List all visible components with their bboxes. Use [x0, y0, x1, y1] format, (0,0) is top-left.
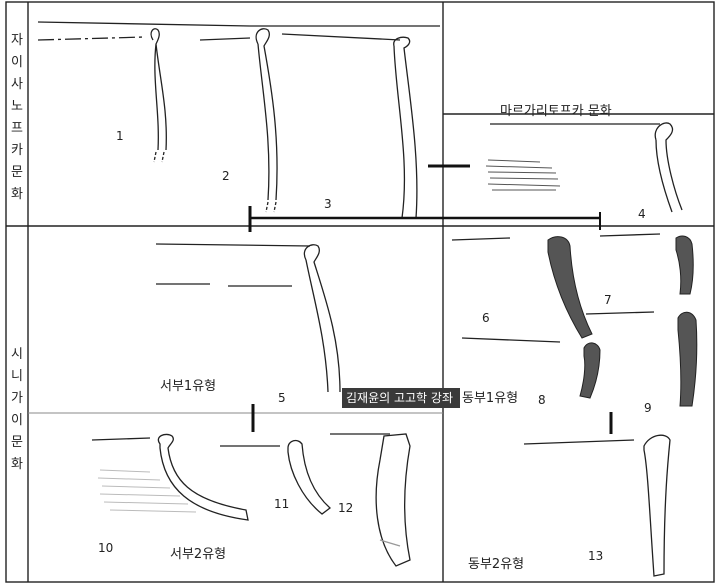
side-label-bottom-text-char: 니	[11, 369, 23, 384]
rim-line	[523, 439, 635, 445]
side-label-bottom-text-char: 화	[11, 457, 23, 472]
figure-6-vessel	[547, 236, 593, 339]
vessel-profile	[643, 434, 671, 577]
figure-7-vessel	[675, 235, 694, 295]
figure-10-vessel	[157, 433, 249, 521]
figure-13-pottery-rim	[523, 434, 671, 577]
side-label-top-text-char: 카	[11, 143, 23, 158]
side-label-top-text-char: 사	[11, 77, 23, 92]
figure-number: 1	[116, 129, 124, 143]
type-label-west2: 서부2유형	[170, 547, 226, 562]
figure-number: 8	[538, 393, 546, 407]
figure-number: 12	[338, 501, 353, 515]
watermark-box	[342, 388, 460, 408]
grid-frame	[5, 1, 715, 583]
figure-9-vessel	[677, 311, 698, 407]
break-mark	[273, 201, 277, 213]
relation-connectors	[248, 164, 613, 434]
rim-line	[37, 36, 146, 41]
culture-label-margaritovka: 마르가리토프카 문화	[500, 104, 612, 119]
rim-line	[281, 33, 401, 41]
side-label-top-text-char: 노	[11, 99, 23, 114]
figure-number: 6	[482, 311, 490, 325]
vessel-profile	[303, 244, 341, 393]
figure-number: 10	[98, 541, 113, 555]
break-mark	[161, 151, 165, 163]
figure-number: 9	[644, 401, 652, 415]
figure-10-decoration-hatching	[97, 469, 197, 513]
side-label-bottom-text-char: 시	[11, 347, 23, 362]
figure-number: 4	[638, 207, 646, 221]
vessel-profile	[255, 28, 278, 201]
figure-2-pottery-rim	[199, 25, 440, 213]
side-label-top-text-char: 이	[11, 55, 23, 70]
figure-number: 3	[324, 197, 332, 211]
type-label-east2: 동부2유형	[468, 557, 524, 572]
rim-line	[37, 21, 251, 27]
side-label-top-text-char: 프	[11, 121, 23, 136]
figure-12-pottery-rim	[375, 433, 411, 567]
type-label-east1: 동부1유형	[462, 391, 518, 406]
figure-3-pottery-rim	[281, 33, 418, 219]
figure-6-7-pottery-rims	[451, 233, 698, 407]
side-label-top-text-char: 자	[11, 33, 23, 48]
vessel-profile	[393, 36, 418, 219]
figure-4-decoration-hatching	[485, 159, 561, 191]
vessel-profile	[375, 433, 411, 567]
figure-number: 5	[278, 391, 286, 405]
rim-line	[199, 37, 251, 41]
side-label-bottom-text-char: 가	[11, 391, 23, 406]
figure-8-vessel	[579, 342, 601, 399]
figure-number: 13	[588, 549, 603, 563]
figure-10-pottery-rim	[91, 433, 390, 521]
watermark-text: 김재윤의 고고학 강좌	[346, 391, 453, 405]
labels-layer: 마르가리토프카 문화 1 2 3 4 5 6 7 8 9 10 11 12 13…	[98, 104, 652, 572]
side-label-bottom-text-char: 문	[11, 435, 23, 450]
vessel-profile	[150, 28, 167, 151]
outer-frame	[5, 1, 715, 583]
vessel-profile	[287, 439, 332, 515]
figure-5-pottery-rim	[155, 243, 341, 393]
type-label-west1: 서부1유형	[160, 379, 216, 394]
vessel-profile	[654, 122, 683, 213]
figure-number: 11	[274, 497, 289, 511]
figure-4-pottery-rim	[490, 122, 683, 213]
rim-line	[155, 243, 311, 247]
figure-number: 7	[604, 293, 612, 307]
break-mark	[153, 151, 157, 163]
side-label-bottom-text-char: 이	[11, 413, 23, 428]
figure-11-pottery-rim	[287, 439, 332, 515]
break-mark	[265, 201, 269, 213]
side-label-top-text-char: 화	[11, 187, 23, 202]
figure-number: 2	[222, 169, 230, 183]
side-label-top-text-char: 문	[11, 165, 23, 180]
figure-1-pottery-rim	[37, 21, 251, 163]
